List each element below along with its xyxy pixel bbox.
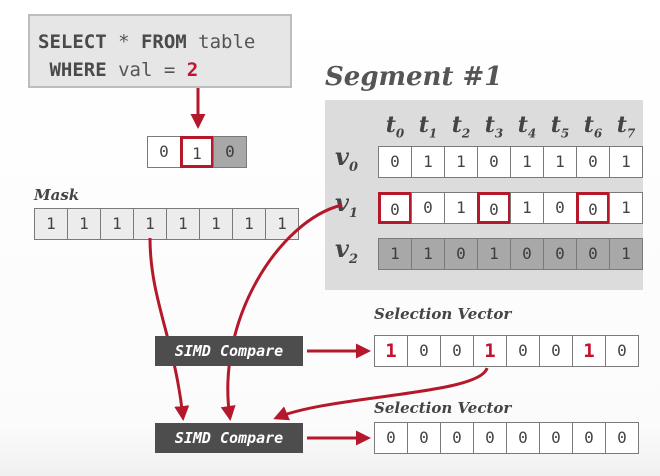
- segment-bit-cell: 1: [411, 146, 445, 178]
- selection-vector-caption-1: Selection Vector: [374, 305, 512, 323]
- segment-bit-cell: 0: [378, 192, 412, 224]
- segment-title: Segment #1: [325, 62, 503, 92]
- segment-bit-cell: 0: [576, 192, 610, 224]
- sql-query-box: SELECT * FROM table WHERE val = 2: [28, 14, 292, 88]
- selection2-bit-cell: 0: [440, 422, 474, 454]
- segment-column-header: t6: [583, 112, 603, 141]
- segment-row-label: v2: [335, 234, 358, 267]
- segment-column-header: t3: [484, 112, 504, 141]
- segment-bit-cell: 0: [411, 192, 445, 224]
- segment-column-header: t5: [550, 112, 570, 141]
- selection2-bit-cell: 0: [605, 422, 639, 454]
- segment-bit-cell: 1: [477, 238, 511, 270]
- selection1-bit-cell: 1: [473, 335, 507, 367]
- mask-bit-cell: 1: [100, 208, 134, 240]
- simd-compare-box-1: SIMD Compare: [155, 336, 303, 366]
- selection1-bit-cell: 1: [572, 335, 606, 367]
- segment-bit-cell: 0: [378, 146, 412, 178]
- simd-compare-box-2: SIMD Compare: [155, 423, 303, 453]
- segment-bit-cell: 1: [609, 192, 643, 224]
- segment-column-header: t2: [451, 112, 471, 141]
- selection1-bit-cell: 0: [506, 335, 540, 367]
- selection-vector-caption-2: Selection Vector: [374, 399, 512, 417]
- selection2-bit-cell: 0: [407, 422, 441, 454]
- mask-to-compare-arrow: [148, 237, 190, 421]
- segment-bit-cell: 0: [477, 192, 511, 224]
- segment-bit-cell: 1: [444, 192, 478, 224]
- segment-bit-cell: 0: [477, 146, 511, 178]
- query-value: 2: [186, 59, 199, 81]
- segment-column-header: t4: [517, 112, 537, 141]
- segment-bit-cell: 1: [609, 146, 643, 178]
- selection1-bit-cell: 0: [440, 335, 474, 367]
- v1-to-compare-arrow: [220, 203, 343, 421]
- segment-bit-cell: 1: [543, 146, 577, 178]
- selection1-bit-cell: 0: [605, 335, 639, 367]
- segment-bit-cell: 1: [411, 238, 445, 270]
- selection2-bit-cell: 0: [374, 422, 408, 454]
- segment-bit-cell: 0: [543, 192, 577, 224]
- segment-bit-cell: 1: [510, 192, 544, 224]
- selection-to-compare-arrow: [273, 367, 489, 421]
- selection2-bit-cell: 0: [572, 422, 606, 454]
- segment-bit-cell: 1: [609, 238, 643, 270]
- selection2-bit-cell: 0: [539, 422, 573, 454]
- segment-bit-cell: 1: [444, 146, 478, 178]
- encoded-bit-cell: 0: [147, 136, 181, 168]
- segment-column-header: t0: [385, 112, 405, 141]
- mask-caption: Mask: [34, 186, 80, 204]
- encoded-bit-cell: 1: [180, 136, 214, 168]
- segment-column-header: t7: [616, 112, 636, 141]
- segment-bit-cell: 0: [543, 238, 577, 270]
- segment-row-label: v0: [335, 142, 358, 175]
- selection2-bit-cell: 0: [506, 422, 540, 454]
- selection2-bit-cell: 0: [473, 422, 507, 454]
- mask-bit-cell: 1: [133, 208, 167, 240]
- selection1-bit-cell: 1: [374, 335, 408, 367]
- encoded-bit-cell: 0: [213, 136, 247, 168]
- segment-column-header: t1: [418, 112, 438, 141]
- segment-bit-cell: 0: [576, 238, 610, 270]
- mask-bit-cell: 1: [166, 208, 200, 240]
- segment-row-label: v1: [335, 188, 358, 221]
